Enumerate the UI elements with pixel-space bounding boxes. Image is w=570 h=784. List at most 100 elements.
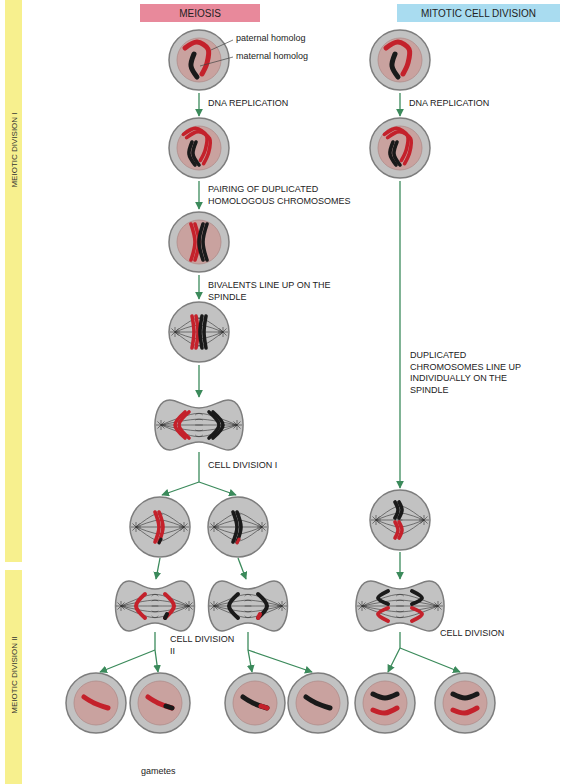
stage-label: DNA REPLICATION bbox=[208, 98, 358, 110]
dividing-cell bbox=[116, 581, 195, 631]
cell bbox=[288, 673, 348, 733]
chromosome bbox=[412, 608, 422, 621]
cell bbox=[370, 490, 430, 550]
flow-arrow bbox=[247, 632, 248, 650]
chromosome bbox=[155, 512, 159, 542]
chromosome bbox=[378, 608, 388, 621]
flow-arrow bbox=[238, 558, 246, 579]
band-text: MEIOTIC DIVISION I bbox=[9, 112, 18, 187]
stage-label: DUPLICATED CHROMOSOMES LINE UP INDIVIDUA… bbox=[410, 350, 540, 397]
chromosome bbox=[237, 539, 239, 543]
chromosome bbox=[165, 614, 167, 618]
cell bbox=[355, 673, 415, 733]
chromosome bbox=[200, 316, 202, 348]
chromosome bbox=[233, 512, 237, 542]
stage-label: CELL DIVISION II bbox=[170, 634, 236, 657]
flow-arrow bbox=[154, 632, 155, 650]
stage-label: DNA REPLICATION bbox=[409, 98, 559, 110]
header-text: MITOTIC CELL DIVISION bbox=[421, 8, 536, 19]
flow-arrow bbox=[199, 482, 236, 495]
chromosome bbox=[453, 694, 477, 698]
chromosome bbox=[237, 512, 241, 542]
dividing-cell bbox=[209, 581, 288, 631]
chromosome bbox=[191, 54, 197, 77]
chromosome bbox=[395, 522, 398, 538]
flow-arrow bbox=[248, 650, 252, 672]
chromosome bbox=[196, 316, 198, 348]
flow-arrow bbox=[100, 650, 155, 672]
header-text: MEIOSIS bbox=[179, 8, 221, 19]
chromosome bbox=[84, 697, 108, 708]
cell bbox=[435, 673, 495, 733]
chromosome bbox=[258, 614, 260, 618]
cell bbox=[130, 497, 190, 557]
chromosome bbox=[412, 591, 422, 604]
chromosome bbox=[399, 502, 402, 518]
cell bbox=[169, 30, 229, 90]
chromosome bbox=[191, 224, 195, 260]
flow-arrow bbox=[162, 482, 199, 495]
cell bbox=[169, 302, 229, 362]
chromosome bbox=[213, 412, 223, 438]
dividing-cell bbox=[356, 581, 444, 631]
stage-label: PAIRING OF DUPLICATED HOMOLOGOUS CHROMOS… bbox=[208, 184, 358, 207]
chromosome bbox=[229, 594, 238, 618]
band-text: MEIOTIC DIVISION II bbox=[9, 636, 18, 713]
flow-arrow bbox=[399, 632, 400, 648]
cell bbox=[208, 497, 268, 557]
cell bbox=[225, 673, 285, 733]
chromosome bbox=[261, 706, 267, 708]
leader-line bbox=[200, 57, 233, 66]
stage-label: CELL DIVISION I bbox=[208, 460, 328, 472]
flow-arrow bbox=[156, 558, 160, 579]
chromosome bbox=[258, 594, 267, 618]
chromosome bbox=[192, 316, 194, 348]
cell bbox=[370, 30, 430, 90]
flow-arrow bbox=[155, 650, 158, 672]
dividing-cell bbox=[155, 400, 243, 450]
chromosome bbox=[148, 697, 172, 708]
stage-label: CELL DIVISION bbox=[440, 628, 550, 640]
callout-label: paternal homolog bbox=[236, 33, 346, 45]
chromosome bbox=[159, 539, 161, 543]
chromosome bbox=[165, 594, 174, 618]
chromosome bbox=[395, 502, 398, 518]
callout-label: maternal homolog bbox=[236, 51, 346, 63]
cell bbox=[370, 118, 430, 178]
stage-label: BIVALENTS LINE UP ON THE SPINDLE bbox=[208, 280, 338, 303]
flow-arrow bbox=[198, 275, 199, 299]
chromosome bbox=[185, 42, 209, 74]
chromosome bbox=[378, 591, 388, 604]
flow-arrow bbox=[388, 648, 400, 672]
stage-band: MEIOTIC DIVISION II bbox=[5, 570, 22, 784]
chromosome bbox=[243, 697, 267, 708]
header-box: MITOTIC CELL DIVISION bbox=[397, 4, 560, 22]
flow-arrow bbox=[198, 93, 199, 116]
header-box: MEIOSIS bbox=[140, 4, 260, 22]
flow-arrow bbox=[198, 365, 199, 397]
cell bbox=[130, 673, 190, 733]
stage-band: MEIOTIC DIVISION I bbox=[5, 0, 22, 562]
flow-arrow bbox=[399, 181, 400, 488]
chromosome bbox=[306, 697, 330, 708]
leader-line bbox=[211, 40, 233, 50]
flow-arrow bbox=[198, 181, 199, 209]
chromosome bbox=[203, 224, 207, 260]
chromosome bbox=[204, 316, 206, 348]
cell bbox=[169, 118, 229, 178]
flow-arrow bbox=[400, 648, 460, 672]
chromosome bbox=[399, 522, 402, 538]
chromosome bbox=[373, 708, 397, 713]
flow-arrow bbox=[248, 650, 312, 672]
chromosome bbox=[136, 594, 145, 618]
chromosome bbox=[159, 512, 163, 542]
flow-arrow bbox=[399, 552, 400, 579]
stage-label: gametes bbox=[141, 766, 221, 778]
flow-arrow bbox=[399, 93, 400, 116]
chromosome bbox=[392, 54, 398, 77]
flow-arrow bbox=[198, 452, 199, 482]
chromosome bbox=[166, 706, 172, 708]
chromosome bbox=[373, 694, 397, 698]
chromosome bbox=[453, 708, 477, 713]
